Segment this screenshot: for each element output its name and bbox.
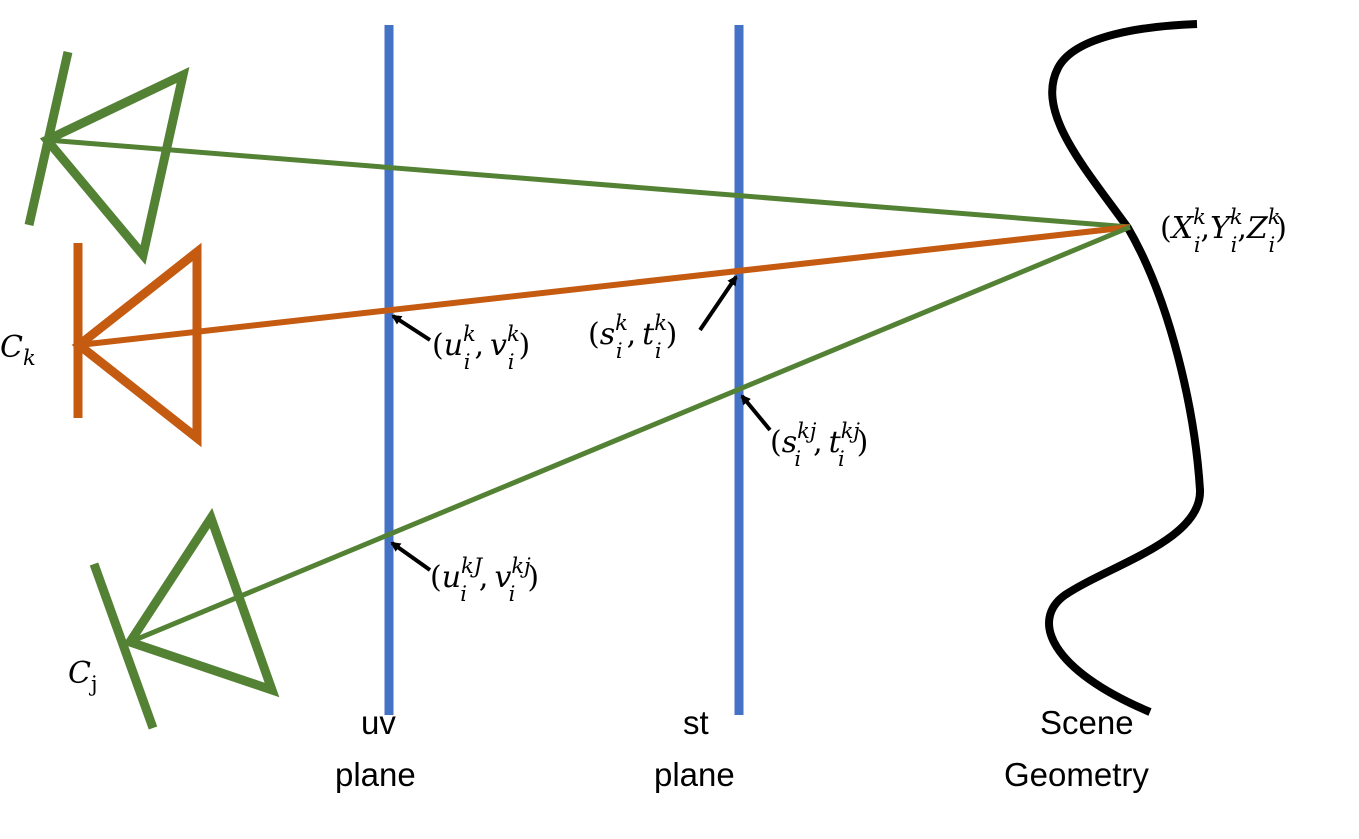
arrow-uv-k xyxy=(391,314,432,342)
arrow-st-kj xyxy=(740,394,772,432)
scene-label-line1: Scene xyxy=(1040,704,1134,741)
st-plane-label-line2: plane xyxy=(654,756,735,793)
ray-cj xyxy=(129,224,1131,645)
ray-top-camera xyxy=(46,137,1131,230)
arrow-st-k xyxy=(698,275,738,332)
scene-geometry-curve xyxy=(1045,20,1205,716)
scene-label-line2: Geometry xyxy=(1004,756,1149,793)
uv-plane-label-line1: uv xyxy=(361,704,396,741)
arrow-uv-kj xyxy=(390,541,432,572)
camera-top xyxy=(24,51,190,265)
st-plane-label-line1: st xyxy=(683,704,709,741)
camera-cj xyxy=(89,507,280,730)
uv-plane-label-line2: plane xyxy=(335,756,416,793)
camera-ck-label: Ck xyxy=(0,330,36,370)
camera-cj-label: Cj xyxy=(68,656,97,696)
ray-ck xyxy=(78,224,1131,348)
camera-ck xyxy=(71,242,202,448)
